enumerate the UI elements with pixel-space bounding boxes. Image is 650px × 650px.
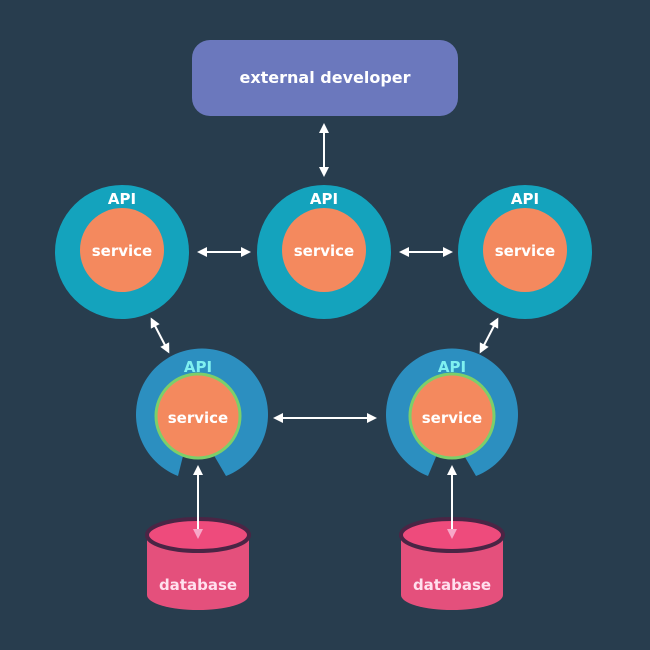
database-label: database <box>159 576 237 594</box>
api-node-4: API service <box>136 348 268 476</box>
db-connections <box>193 465 457 539</box>
api-node-3: API service <box>458 185 592 319</box>
connections <box>150 123 499 423</box>
service-label: service <box>422 409 482 427</box>
service-label: service <box>495 242 555 260</box>
arrow-api3-api5 <box>479 317 499 354</box>
arrow-api1-api4 <box>150 317 170 354</box>
api-label: API <box>438 358 466 376</box>
service-label: service <box>168 409 228 427</box>
api-label: API <box>310 190 338 208</box>
api-node-2: API service <box>257 185 391 319</box>
service-label: service <box>294 242 354 260</box>
api-label: API <box>108 190 136 208</box>
api-node-1: API service <box>55 185 189 319</box>
service-label: service <box>92 242 152 260</box>
api-label: API <box>511 190 539 208</box>
developer-label: external developer <box>239 68 410 87</box>
external-developer-box: external developer <box>192 40 458 116</box>
api-label: API <box>184 358 212 376</box>
database-label: database <box>413 576 491 594</box>
api-node-5: API service <box>386 348 518 476</box>
